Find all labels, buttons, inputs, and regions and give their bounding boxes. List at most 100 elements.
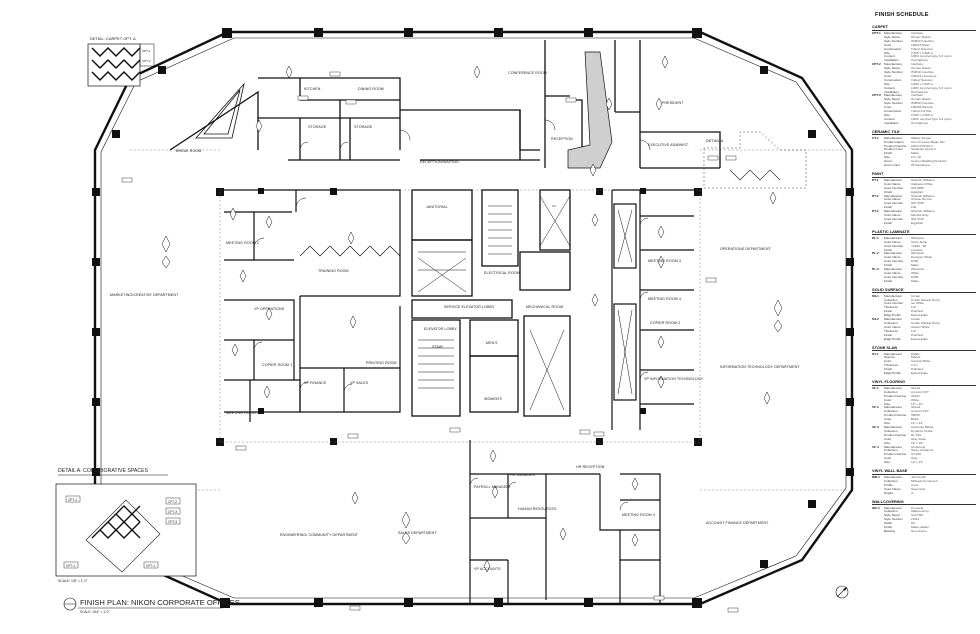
schedule-row-value: Polished	[911, 333, 923, 337]
schedule-row-value: 54"	[911, 522, 916, 526]
collab-scale-note: SCALE: 1/8" = 1'-0"	[58, 579, 88, 583]
schedule-row-value: Tufted Cut Pile	[911, 110, 932, 114]
schedule-row-key: Manufacturer	[884, 385, 903, 390]
schedule-row-value: Custom Building Products	[911, 160, 947, 164]
room-marketing: MARKETING/CREATIVE DEPARTMENT	[110, 293, 179, 297]
schedule-row-key: Product Number	[884, 413, 907, 418]
door-swings	[253, 119, 651, 511]
schedule-row-key: Grout Color	[884, 163, 900, 168]
schedule-section-title: PLASTIC LAMINATE	[872, 229, 976, 236]
schedule-row-value: Corian	[911, 294, 921, 298]
schedule-row-value: 12" x 12"	[911, 422, 924, 426]
schedule-row-value: 1/2"	[911, 306, 917, 310]
schedule-row: Color Black	[884, 417, 976, 422]
schedule-row-value: Matte	[911, 264, 919, 268]
schedule-row-value: ST-100	[911, 453, 921, 457]
break-room-bench	[195, 82, 245, 139]
schedule-row-key: Installation	[884, 120, 899, 125]
schedule-row-key: Color Number	[884, 217, 904, 222]
schedule-row-key: Finish	[884, 525, 893, 530]
room-reception-waiting: RECEPTION/WAITING	[420, 160, 459, 164]
schedule-row-value: Corian Natural Homy	[911, 298, 940, 302]
schedule-row-key: Color	[884, 417, 892, 422]
schedule-section-title: PAINT	[872, 171, 976, 178]
schedule-row-value: LP/41	[911, 518, 920, 522]
schedule-row-key: Color Name	[884, 213, 901, 218]
schedule-row-value: 18" x 18"	[911, 441, 924, 445]
room-copier-1: COPIER ROOM 1	[262, 363, 292, 367]
schedule-row-value: Y0430 - 60	[911, 244, 927, 248]
schedule-row: Product Number ST-100	[884, 452, 976, 457]
right-office-walls	[611, 189, 694, 430]
schedule-row-value: Human Nature	[911, 67, 932, 71]
schedule-row-value: Designer White	[911, 256, 933, 260]
schedule-row-value: 100236 Mineral	[911, 106, 933, 110]
schedule-row-key: Finish	[884, 189, 893, 194]
schedule-row-value: Human Nature	[911, 98, 932, 102]
schedule-item-code: VF-2	[872, 405, 879, 410]
schedule-row-key: Style Name	[884, 34, 900, 39]
schedule-row-value: Wilsonart	[911, 236, 924, 240]
schedule-row-key: Finish	[884, 309, 893, 314]
schedule-row-value: Corian Natural Homy	[911, 322, 940, 326]
schedule-item-code: CPT-3	[872, 93, 881, 98]
schedule-row-value: Polished	[911, 310, 923, 314]
schedule-row-value: Sandcast Cement	[911, 148, 936, 152]
schedule-row-key: Finish	[884, 220, 893, 225]
schedule-row-value: 3 cm	[911, 364, 918, 368]
schedule-row-key: Collection	[884, 509, 898, 514]
room-payroll: PAYROLL MANAGER	[474, 485, 511, 489]
schedule-row-key: Finish	[884, 367, 893, 372]
schedule-row-key: Height	[884, 490, 893, 495]
schedule-row-key: Finish	[884, 263, 893, 268]
room-meeting-2: MEETING ROOM 2	[226, 241, 259, 245]
schedule-row-key: Manufacturer	[884, 209, 903, 214]
schedule-row-key: Product Number	[884, 143, 907, 148]
schedule-row-value: Black	[911, 418, 919, 422]
schedule-row-value: Human Nature	[911, 35, 932, 39]
schedule-row-key: Color	[884, 105, 892, 110]
schedule-row-key: Product Number	[884, 452, 907, 457]
schedule-item-code: VF-3	[872, 425, 879, 430]
schedule-row-key: Product Color	[884, 147, 903, 152]
schedule-row-key: Species	[884, 355, 896, 360]
schedule-row-value: Koroseal	[911, 506, 924, 510]
schedule-row-value: 0.625 x 0.625 m	[911, 82, 934, 86]
schedule-row-key: Manufacturer	[884, 475, 903, 480]
schedule-item-code: VF-4	[872, 444, 879, 449]
schedule-row-key: Color	[884, 359, 892, 364]
schedule-row-key: Installation	[884, 58, 899, 63]
schedule-row-value: Daltile	[911, 352, 920, 356]
schedule-row-value: 0.625 x 0.625 m	[911, 51, 934, 55]
schedule-section-title: VINYL WALL BASE	[872, 468, 976, 475]
schedule-row-value: Storm Echo	[911, 240, 928, 244]
schedule-row-key: Content	[884, 85, 895, 90]
